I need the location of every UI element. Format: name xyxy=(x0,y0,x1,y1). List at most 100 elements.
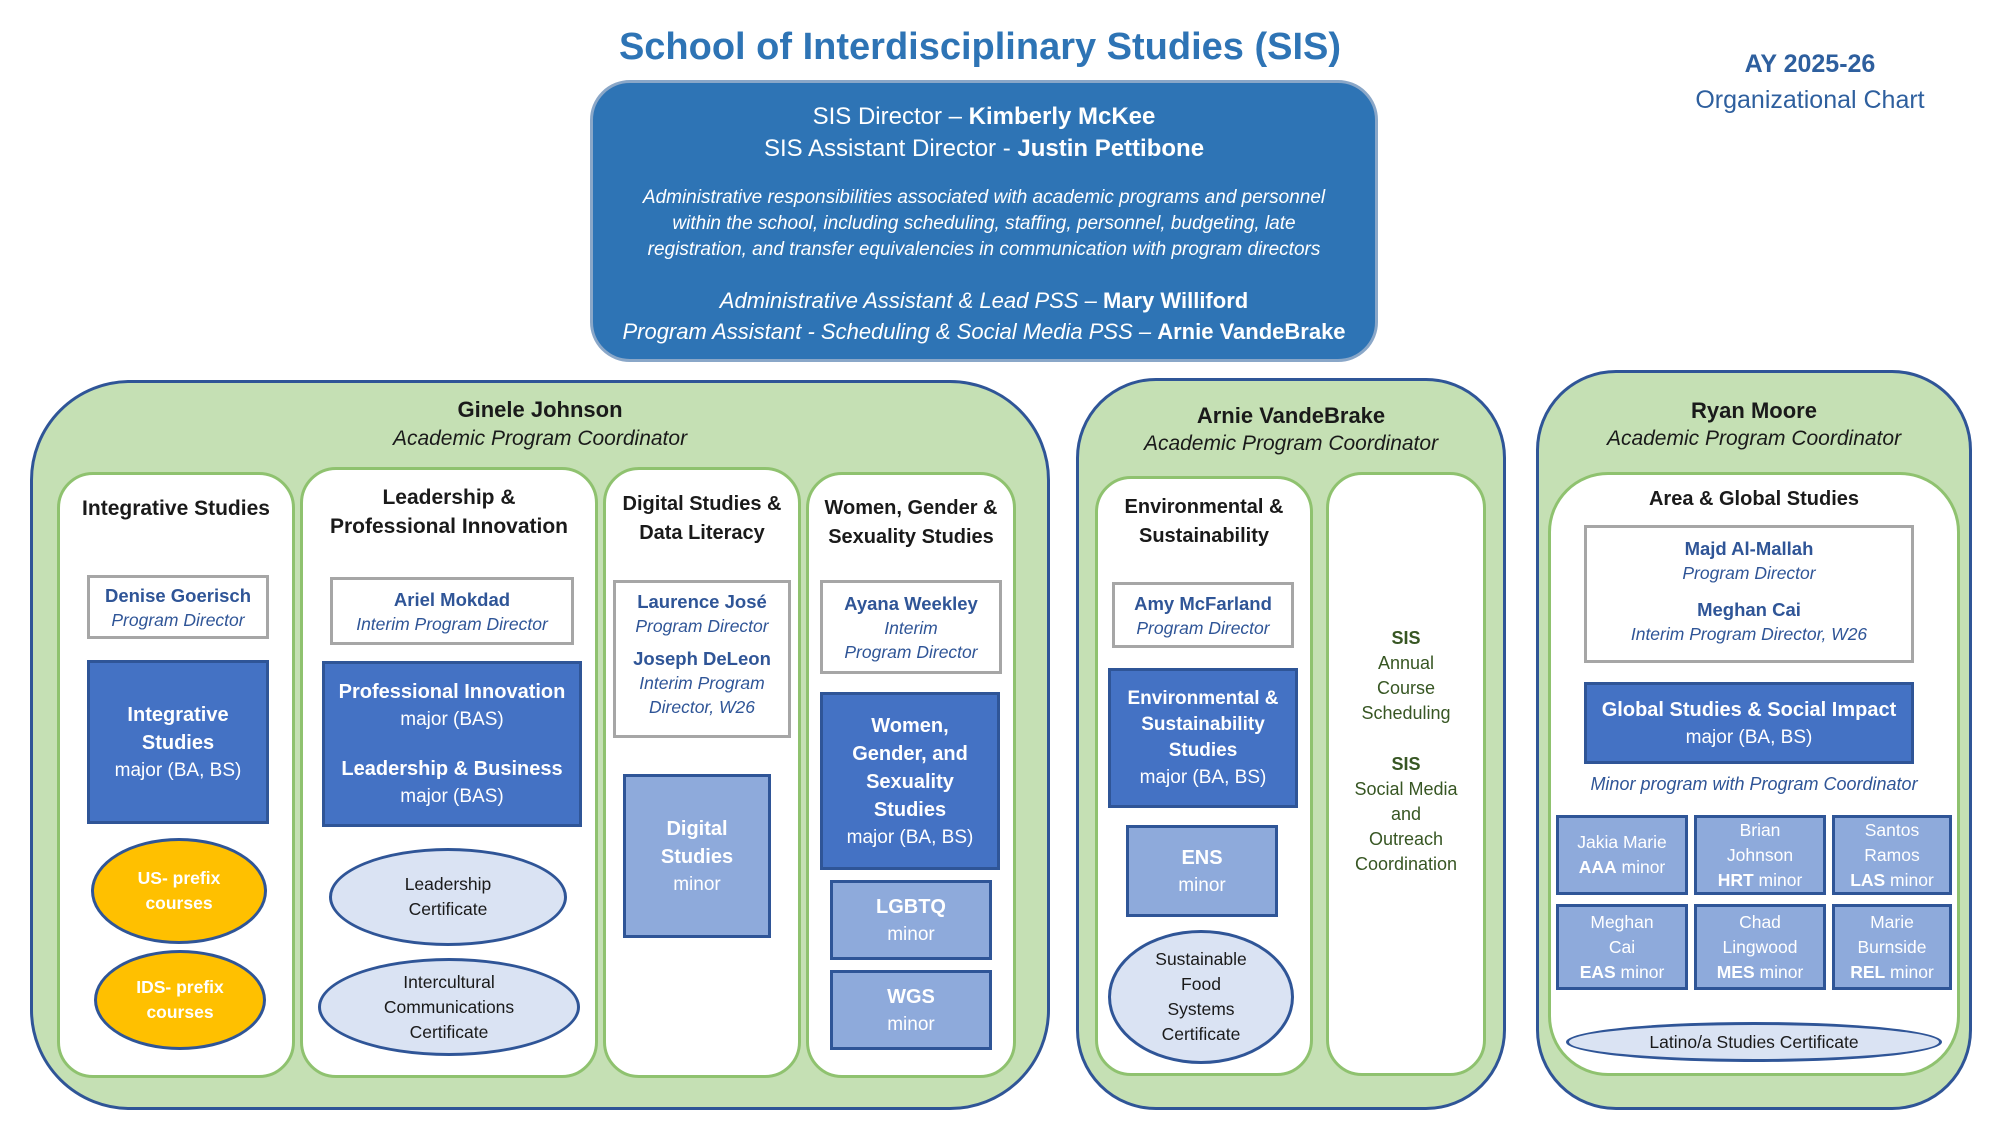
major-degree: major (BAS) xyxy=(400,709,504,730)
certificate-oval: Leadership Certificate xyxy=(329,848,567,946)
assistant-director-line: SIS Assistant Director - Justin Pettibon… xyxy=(593,133,1375,165)
column-title: Environmental & Sustainability xyxy=(1095,493,1313,551)
sched-text: and xyxy=(1390,804,1422,824)
minor-box-mes: Chad Lingwood MES minor xyxy=(1694,904,1826,990)
minor-label: minor xyxy=(673,873,721,895)
column-title: Digital Studies & Data Literacy xyxy=(603,490,801,548)
program-assistant-name: Arnie VandeBrake xyxy=(1157,319,1346,344)
column-title: Integrative Studies xyxy=(82,497,270,520)
cert-label: Systems xyxy=(1167,999,1235,1019)
major-box-leadership: Professional Innovation major (BAS) Lead… xyxy=(322,661,582,827)
column-title: Leadership & Professional Innovation xyxy=(300,483,598,541)
minor-coordinator: Jakia Marie xyxy=(1577,832,1667,852)
certificate-oval: Sustainable Food Systems Certificate xyxy=(1108,930,1294,1064)
coordinator-role: Academic Program Coordinator xyxy=(392,427,688,450)
major-title: Global Studies & Social Impact xyxy=(1601,698,1897,721)
scheduling-block: SIS Annual Course Scheduling SIS Social … xyxy=(1326,626,1486,877)
column-title: Women, Gender & Sexuality Studies xyxy=(806,494,1016,552)
director-role: Interim Program Director xyxy=(356,614,548,634)
director-role: Interim Program Director, W26 xyxy=(1630,624,1868,644)
cert-label: Certificate xyxy=(408,899,488,919)
major-degree: major (BA, BS) xyxy=(114,759,242,781)
major-title: Studies xyxy=(873,798,947,821)
coordinator-name: Ginele Johnson xyxy=(457,397,623,422)
major-title: Environmental & xyxy=(1127,687,1279,709)
minor-box-wgs: WGS minor xyxy=(830,970,992,1050)
sched-title: SIS xyxy=(1391,754,1421,774)
minor-box-ens: ENS minor xyxy=(1126,825,1278,917)
column-title-line: Environmental & xyxy=(1124,496,1284,518)
major-title: Leadership & Business xyxy=(341,758,563,780)
major-title: Sustainability xyxy=(1141,713,1265,735)
major-box-integrative: Integrative Studies major (BA, BS) xyxy=(87,660,269,824)
admin-assistant-name: Mary Williford xyxy=(1102,288,1249,313)
chart-year-label: AY 2025-26 Organizational Chart xyxy=(1640,46,1980,118)
coordinator-name: Ryan Moore xyxy=(1691,398,1817,423)
cert-label: Certificate xyxy=(409,1021,489,1042)
org-chart-label: Organizational Chart xyxy=(1695,86,1925,114)
certificate-oval: Intercultural Communications Certificate xyxy=(318,958,580,1056)
director-name: Meghan Cai xyxy=(1697,599,1801,620)
column-title-line: Data Literacy xyxy=(639,522,765,544)
admin-description: Administrative responsibilities associat… xyxy=(642,187,1326,260)
minor-coordinator: Meghan xyxy=(1590,911,1654,932)
coordinator-name: Arnie VandeBrake xyxy=(1196,403,1386,428)
director-name: Joseph DeLeon xyxy=(633,648,771,669)
director-name: Ariel Mokdad xyxy=(393,589,511,610)
minor-code: MES xyxy=(1716,961,1755,982)
column-title-line: Leadership & xyxy=(382,486,516,509)
minor-label: minor xyxy=(887,1013,935,1035)
major-title: Women, xyxy=(871,714,949,737)
major-degree: major (BA, BS) xyxy=(1685,726,1813,748)
minor-label: minor xyxy=(887,923,935,945)
column-title-line: Women, Gender & xyxy=(824,497,998,519)
cert-label: Leadership xyxy=(404,874,492,894)
major-degree: major (BAS) xyxy=(400,786,504,807)
director-name: Ayana Weekley xyxy=(844,593,978,614)
sched-text: Course xyxy=(1376,678,1436,698)
program-director-box: Amy McFarland Program Director xyxy=(1112,582,1294,648)
director-role: Program Director xyxy=(844,642,978,662)
major-title: Professional Innovation xyxy=(338,681,566,703)
major-title: Studies xyxy=(141,731,215,754)
major-title: Gender, and xyxy=(852,742,968,765)
minor-coordinator: Brian xyxy=(1739,819,1781,840)
assistant-director-label: SIS Assistant Director - xyxy=(763,135,1018,162)
director-role: Program Director xyxy=(1136,618,1270,638)
minor-title: Studies xyxy=(660,845,734,868)
minor-box-rel: Marie Burnside REL minor xyxy=(1832,904,1952,990)
column-title-line: Sustainability xyxy=(1138,525,1270,547)
minor-coordinator: Ramos xyxy=(1864,844,1920,865)
prefix-label: US- prefix xyxy=(137,868,221,888)
minor-code: AAA xyxy=(1578,857,1617,877)
us-prefix-courses-oval: US- prefix courses xyxy=(91,838,267,944)
director-role: Interim xyxy=(884,618,938,638)
cert-label: Sustainable xyxy=(1155,949,1247,969)
director-name: Denise Goerisch xyxy=(104,585,251,606)
minor-coordinator: Lingwood xyxy=(1722,936,1798,957)
minor-box-digital-studies: Digital Studies minor xyxy=(623,774,771,938)
major-title: Integrative xyxy=(127,703,229,726)
program-director-box: Ariel Mokdad Interim Program Director xyxy=(330,577,574,645)
spacer xyxy=(1326,726,1486,752)
minor-box-aaa: Jakia Marie AAA minor xyxy=(1556,815,1688,895)
major-degree: major (BA, BS) xyxy=(1139,766,1267,788)
director-role: Interim Program xyxy=(639,673,765,693)
minor-title: Digital xyxy=(666,817,728,840)
minor-box-eas: Meghan Cai EAS minor xyxy=(1556,904,1688,990)
program-director-box: Laurence José Program Director Joseph De… xyxy=(613,580,791,738)
director-name: Amy McFarland xyxy=(1134,593,1272,614)
director-name: Majd Al-Mallah xyxy=(1684,538,1814,559)
column-title-line: Digital Studies & xyxy=(622,493,782,515)
minor-coordinator: Marie xyxy=(1870,911,1914,932)
minor-program-note: Minor program with Program Coordinator xyxy=(1590,774,1918,794)
minor-coordinator: Santos xyxy=(1864,819,1920,840)
column-digital-studies xyxy=(603,467,801,1078)
minor-suffix: minor xyxy=(1616,857,1666,877)
prefix-label: IDS- prefix xyxy=(136,977,224,997)
column-title-line: Sexuality Studies xyxy=(828,526,994,548)
sched-text: Scheduling xyxy=(1361,703,1451,723)
director-line: SIS Director – Kimberly McKee xyxy=(593,101,1375,133)
sched-text: Annual xyxy=(1377,653,1435,673)
prefix-label: courses xyxy=(145,893,213,913)
